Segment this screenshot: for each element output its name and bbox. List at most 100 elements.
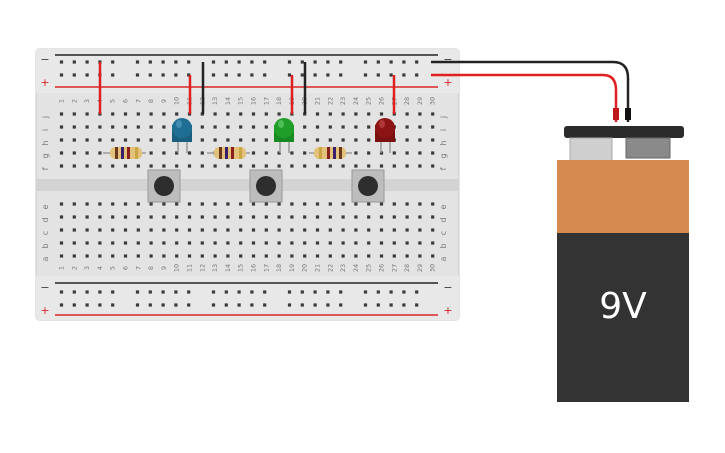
breadboard-hole[interactable] [315, 138, 320, 142]
breadboard-hole[interactable] [149, 138, 153, 142]
breadboard-hole[interactable] [175, 228, 179, 232]
breadboard-hole[interactable] [136, 241, 140, 245]
breadboard-hole[interactable] [85, 215, 89, 219]
breadboard-hole[interactable] [59, 254, 64, 258]
breadboard-hole[interactable] [149, 164, 153, 168]
breadboard-hole[interactable] [251, 112, 256, 116]
breadboard-hole[interactable] [418, 164, 422, 168]
breadboard-hole[interactable] [264, 164, 268, 168]
breadboard-hole[interactable] [98, 215, 102, 219]
breadboard-hole[interactable] [85, 228, 89, 232]
breadboard-hole[interactable] [405, 202, 409, 206]
breadboard-hole[interactable] [59, 241, 64, 245]
breadboard-hole[interactable] [211, 290, 216, 294]
breadboard-hole[interactable] [162, 202, 166, 206]
breadboard-hole[interactable] [354, 125, 358, 129]
breadboard-hole[interactable] [213, 228, 217, 232]
breadboard-hole[interactable] [200, 241, 204, 245]
breadboard-hole[interactable] [148, 60, 152, 64]
breadboard-hole[interactable] [187, 202, 192, 206]
breadboard-hole[interactable] [290, 215, 294, 219]
breadboard-hole[interactable] [135, 60, 140, 64]
breadboard-hole[interactable] [328, 215, 332, 219]
breadboard-hole[interactable] [339, 60, 343, 64]
breadboard-hole[interactable] [149, 215, 153, 219]
breadboard-hole[interactable] [287, 60, 292, 64]
breadboard-hole[interactable] [431, 164, 435, 168]
breadboard-hole[interactable] [135, 73, 140, 77]
breadboard-hole[interactable] [303, 138, 307, 142]
breadboard-hole[interactable] [277, 164, 281, 168]
breadboard-hole[interactable] [315, 164, 320, 168]
breadboard-hole[interactable] [379, 254, 384, 258]
breadboard-hole[interactable] [187, 73, 191, 77]
green-led[interactable] [274, 118, 294, 153]
breadboard-hole[interactable] [136, 254, 140, 258]
breadboard-hole[interactable] [392, 202, 396, 206]
resistor-3[interactable] [309, 147, 352, 159]
breadboard-hole[interactable] [59, 112, 64, 116]
breadboard-hole[interactable] [149, 228, 153, 232]
breadboard-hole[interactable] [149, 151, 153, 155]
breadboard-hole[interactable] [224, 303, 228, 307]
breadboard-hole[interactable] [431, 112, 435, 116]
breadboard-hole[interactable] [162, 151, 166, 155]
breadboard-hole[interactable] [251, 164, 256, 168]
breadboard-hole[interactable] [379, 202, 384, 206]
breadboard-hole[interactable] [315, 202, 320, 206]
breadboard-hole[interactable] [187, 303, 191, 307]
breadboard-hole[interactable] [72, 228, 76, 232]
breadboard-hole[interactable] [251, 241, 256, 245]
breadboard-hole[interactable] [98, 125, 102, 129]
breadboard-hole[interactable] [405, 254, 409, 258]
breadboard-hole[interactable] [431, 151, 435, 155]
breadboard-hole[interactable] [354, 241, 358, 245]
breadboard-hole[interactable] [72, 125, 76, 129]
breadboard-hole[interactable] [277, 241, 281, 245]
breadboard-hole[interactable] [85, 125, 89, 129]
breadboard-hole[interactable] [123, 241, 128, 245]
breadboard-hole[interactable] [376, 303, 380, 307]
breadboard-hole[interactable] [98, 138, 102, 142]
breadboard-hole[interactable] [389, 303, 393, 307]
breadboard-hole[interactable] [367, 254, 371, 258]
breadboard-hole[interactable] [59, 202, 64, 206]
breadboard-hole[interactable] [287, 303, 292, 307]
breadboard-hole[interactable] [111, 290, 115, 294]
breadboard-hole[interactable] [72, 241, 76, 245]
breadboard-hole[interactable] [263, 73, 267, 77]
breadboard-hole[interactable] [405, 241, 409, 245]
breadboard-hole[interactable] [354, 112, 358, 116]
breadboard-hole[interactable] [379, 215, 384, 219]
breadboard-hole[interactable] [200, 151, 204, 155]
breadboard-hole[interactable] [376, 73, 380, 77]
breadboard-hole[interactable] [418, 151, 422, 155]
breadboard-hole[interactable] [136, 138, 140, 142]
breadboard-hole[interactable] [175, 202, 179, 206]
breadboard-hole[interactable] [72, 164, 76, 168]
breadboard-hole[interactable] [379, 241, 384, 245]
breadboard-hole[interactable] [213, 164, 217, 168]
breadboard-hole[interactable] [175, 254, 179, 258]
breadboard-hole[interactable] [418, 125, 422, 129]
breadboard-hole[interactable] [418, 215, 422, 219]
breadboard-hole[interactable] [328, 202, 332, 206]
breadboard-hole[interactable] [415, 290, 419, 294]
breadboard-hole[interactable] [264, 202, 268, 206]
push-button-2[interactable] [249, 169, 283, 203]
breadboard-hole[interactable] [111, 125, 115, 129]
breadboard-hole[interactable] [367, 138, 371, 142]
breadboard-hole[interactable] [290, 254, 294, 258]
breadboard-hole[interactable] [341, 125, 345, 129]
breadboard-hole[interactable] [59, 151, 64, 155]
breadboard-hole[interactable] [389, 290, 393, 294]
breadboard-hole[interactable] [200, 164, 204, 168]
breadboard-hole[interactable] [239, 254, 243, 258]
breadboard-hole[interactable] [277, 151, 281, 155]
breadboard-hole[interactable] [431, 138, 435, 142]
breadboard-hole[interactable] [328, 125, 332, 129]
breadboard-hole[interactable] [264, 138, 268, 142]
breadboard-hole[interactable] [123, 254, 128, 258]
breadboard-hole[interactable] [59, 60, 64, 64]
breadboard-hole[interactable] [392, 228, 396, 232]
